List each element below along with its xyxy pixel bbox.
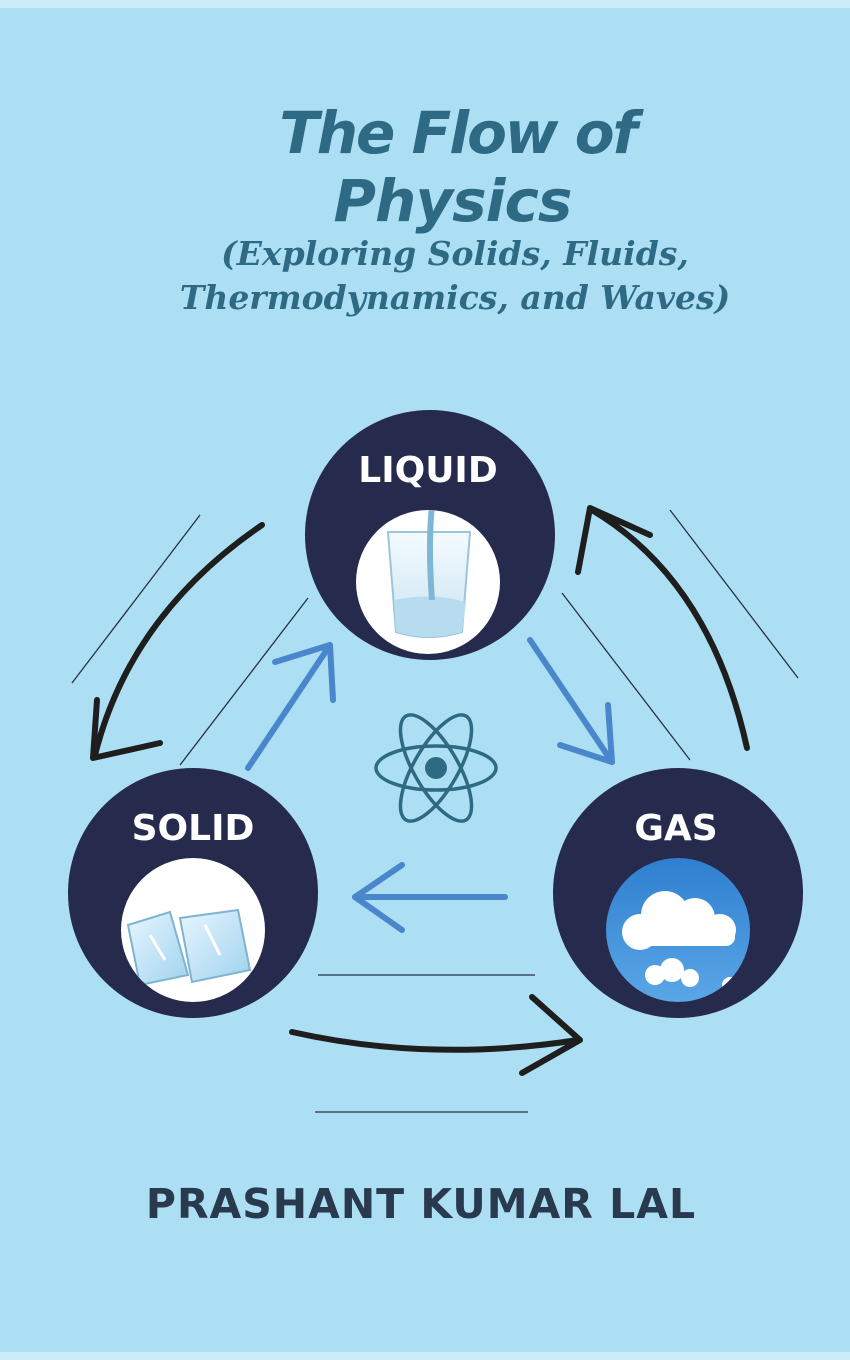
bottom-border: [0, 1352, 850, 1360]
node-gas: GAS: [553, 768, 803, 1018]
arrow-gas-to-liquid-head: [575, 505, 653, 575]
node-liquid: LIQUID: [305, 410, 555, 660]
arrow-solid-to-gas: [289, 1029, 581, 1053]
decorative-lines: [71, 509, 799, 1113]
subtitle-line-2: Thermodynamics, and Waves): [179, 278, 731, 317]
node-solid: SOLID: [68, 768, 318, 1018]
clouds-icon: [622, 891, 738, 993]
node-liquid-label: LIQUID: [358, 450, 497, 491]
water-glass-icon: [386, 510, 472, 638]
ice-cubes-icon: [126, 908, 252, 987]
arrow-solid-to-liquid: [245, 642, 333, 771]
author-name: PRASHANT KUMAR LAL: [145, 1180, 697, 1228]
outer-cycle-arrows: [90, 505, 750, 1076]
arrow-solid-to-gas-head: [519, 994, 583, 1076]
arrow-solid-to-liquid-head: [272, 642, 336, 703]
arrow-gas-to-solid-head: [352, 862, 405, 933]
inner-arrows: [245, 637, 615, 933]
arrow-liquid-to-gas-head: [557, 702, 615, 765]
arrow-liquid-to-solid-head: [90, 697, 163, 761]
node-gas-label: GAS: [634, 808, 717, 849]
title-line-2: Physics: [333, 167, 573, 235]
title-line-1: The Flow of: [279, 99, 638, 167]
arrow-liquid-to-solid: [92, 522, 265, 758]
top-border: [0, 0, 850, 8]
arrow-gas-to-liquid: [589, 507, 750, 751]
subtitle: (Exploring Solids, Fluids, Thermodynamic…: [0, 232, 850, 320]
atom-icon: [374, 713, 498, 823]
subtitle-line-1: (Exploring Solids, Fluids,: [221, 234, 689, 273]
node-solid-label: SOLID: [132, 808, 255, 849]
arrow-liquid-to-gas: [527, 637, 615, 765]
